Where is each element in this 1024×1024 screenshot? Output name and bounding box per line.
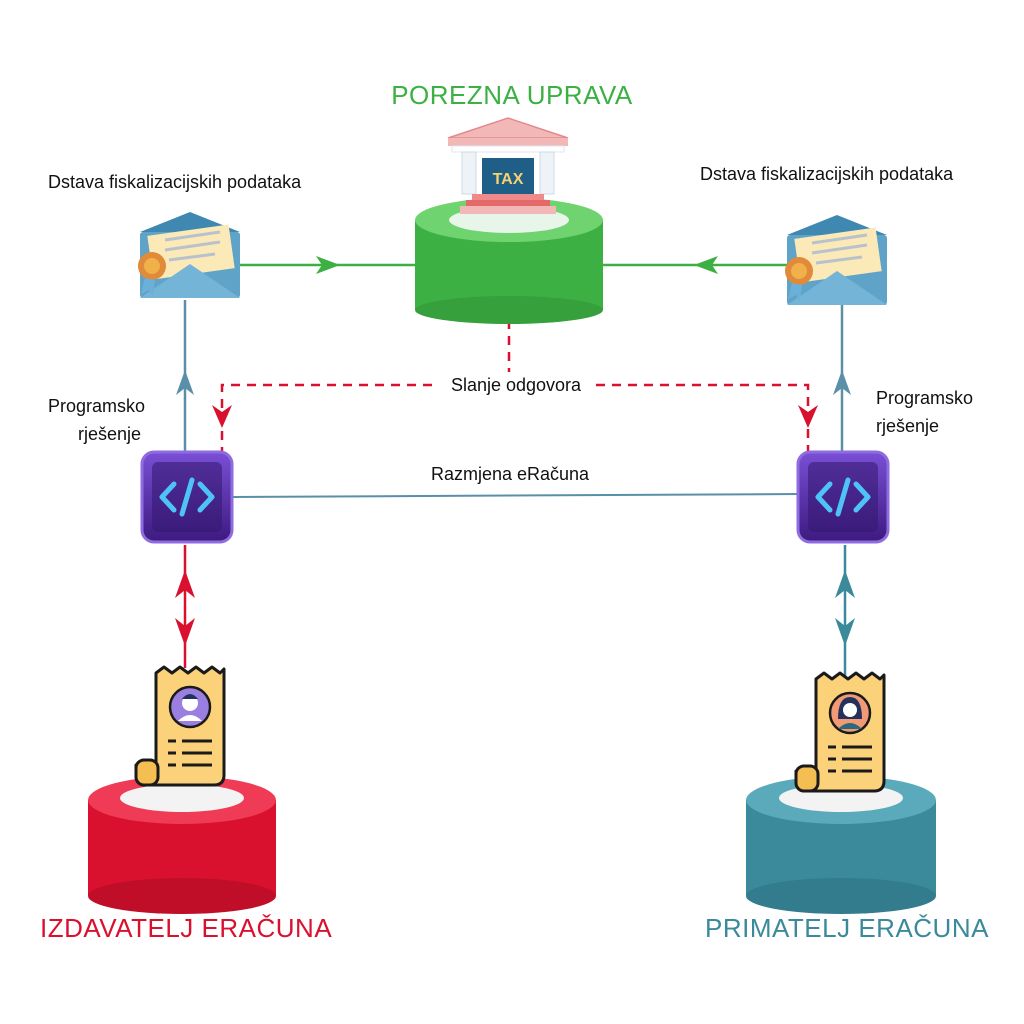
exchange-label: Razmjena eRačuna bbox=[430, 464, 590, 484]
tax-sign: TAX bbox=[493, 171, 524, 188]
bank-building-icon: TAX bbox=[447, 117, 569, 214]
software-label-right-line1: Programsko bbox=[876, 388, 974, 408]
software-label-right-line2: rješenje bbox=[876, 416, 940, 436]
response-arrowhead-left bbox=[212, 405, 232, 428]
tax-office-cylinder bbox=[415, 198, 603, 324]
fiscal-data-label-right: Dstava fiskalizacijskih podataka bbox=[700, 164, 954, 184]
software-label-left-line2: rješenje bbox=[78, 424, 142, 444]
certificate-envelope-icon bbox=[138, 212, 240, 298]
software-to-envelope-right bbox=[833, 305, 851, 455]
recipient-bidirectional-arrow bbox=[835, 545, 855, 676]
certificate-envelope-icon bbox=[785, 215, 887, 305]
invoice-receipt-icon bbox=[794, 671, 886, 793]
issuer-title: IZDAVATELJ ERAČUNA bbox=[40, 913, 333, 943]
recipient-title: PRIMATELJ ERAČUNA bbox=[705, 913, 989, 943]
response-label: Slanje odgovora bbox=[450, 375, 582, 395]
invoice-receipt-icon bbox=[134, 665, 226, 787]
response-arrowhead-right bbox=[798, 405, 818, 428]
issuer-bidirectional-arrow bbox=[175, 545, 195, 668]
fiscal-arrow-right bbox=[603, 256, 790, 274]
fiscal-arrow-left bbox=[238, 256, 415, 274]
fiscal-data-label-left: Dstava fiskalizacijskih podataka bbox=[48, 172, 302, 192]
code-brackets-icon bbox=[796, 450, 890, 544]
recipient-cylinder bbox=[746, 776, 936, 914]
tax-office-title: POREZNA UPRAVA bbox=[391, 80, 633, 110]
software-label-left-line1: Programsko bbox=[48, 396, 146, 416]
exchange-line bbox=[231, 493, 801, 498]
code-brackets-icon bbox=[140, 450, 234, 544]
software-to-envelope-left bbox=[176, 300, 194, 455]
issuer-cylinder bbox=[88, 776, 276, 914]
